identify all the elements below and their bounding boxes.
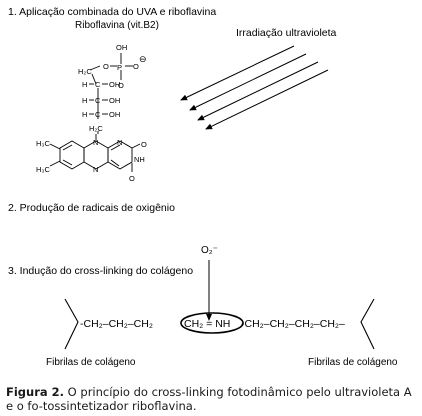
uv-irradiation-label: Irradiação ultravioleta <box>236 27 337 39</box>
oxygen-radical-label: O₂⁻ <box>201 245 218 256</box>
atom-oh-2: OH <box>109 96 120 105</box>
atom-h-1: H <box>82 80 87 89</box>
atom-o-right: O <box>133 62 139 71</box>
atom-c-1: C <box>95 80 101 89</box>
atom-oh-top: OH <box>116 43 127 52</box>
fibril-left-label: Fibrilas de colágeno <box>46 357 136 368</box>
figure-caption: Figura 2. O princípio do cross-linking f… <box>6 385 418 413</box>
atom-c-3: C <box>95 110 101 119</box>
atom-h-2: H <box>82 96 87 105</box>
atom-n-2: N <box>117 138 122 147</box>
atom-n-3: N <box>93 165 98 174</box>
chain-left: -CH₂–CH₂–CH₂ <box>80 318 153 330</box>
atom-h2c-bottom: H₂C <box>89 124 103 133</box>
atom-nh: NH <box>134 155 145 164</box>
right-fibril-bracket <box>360 298 375 350</box>
left-fibril-bracket <box>64 298 79 350</box>
step-3-title: 3. Indução do cross-linking do colágeno <box>8 265 194 277</box>
atom-h3c-bottom: H₃C <box>36 165 50 174</box>
atom-h3c-top: H₃C <box>36 139 50 148</box>
minus-charge-icon: ⊖ <box>139 54 147 64</box>
atom-h2c-top: H₂C <box>78 67 92 76</box>
step-2-title: 2. Produção de radicais de oxigênio <box>8 202 175 214</box>
atom-o-ring-top: O <box>141 140 147 149</box>
riboflavin-atoms: OH P O O O ⊖ H₂C H C OH H C OH H C OH H₂… <box>36 43 147 183</box>
atom-p: P <box>117 63 122 72</box>
crosslink-bond: CH₂ = NH <box>184 318 230 330</box>
atom-c-2: C <box>95 96 101 105</box>
fibril-right-label: Fibrilas de colágeno <box>308 357 398 368</box>
diagram-graphics: OH P O O O ⊖ H₂C H C OH H C OH H C OH H₂… <box>36 43 398 368</box>
atom-o-left: O <box>103 62 109 71</box>
riboflavin-label: Riboflavina (vit.B2) <box>75 20 159 31</box>
caption-label: Figura 2. <box>6 385 65 399</box>
uv-arrows <box>180 45 329 130</box>
step-1-title: 1. Aplicação combinada do UVA e riboflav… <box>8 6 217 18</box>
atom-oh-3: OH <box>109 110 120 119</box>
atom-o-bottom: O <box>118 81 124 90</box>
caption-text: O princípio do cross-linking fotodinâmic… <box>6 385 412 413</box>
atom-n-1: N <box>93 138 98 147</box>
crosslink-circle <box>180 312 244 334</box>
chain-right: -CH₂–CH₂–CH₂–CH₂– <box>241 318 345 330</box>
atom-oh-1: OH <box>109 80 120 89</box>
atom-h-3: H <box>82 110 87 119</box>
atom-o-ring-bottom: O <box>129 174 135 183</box>
riboflavin-molecule <box>49 53 141 172</box>
